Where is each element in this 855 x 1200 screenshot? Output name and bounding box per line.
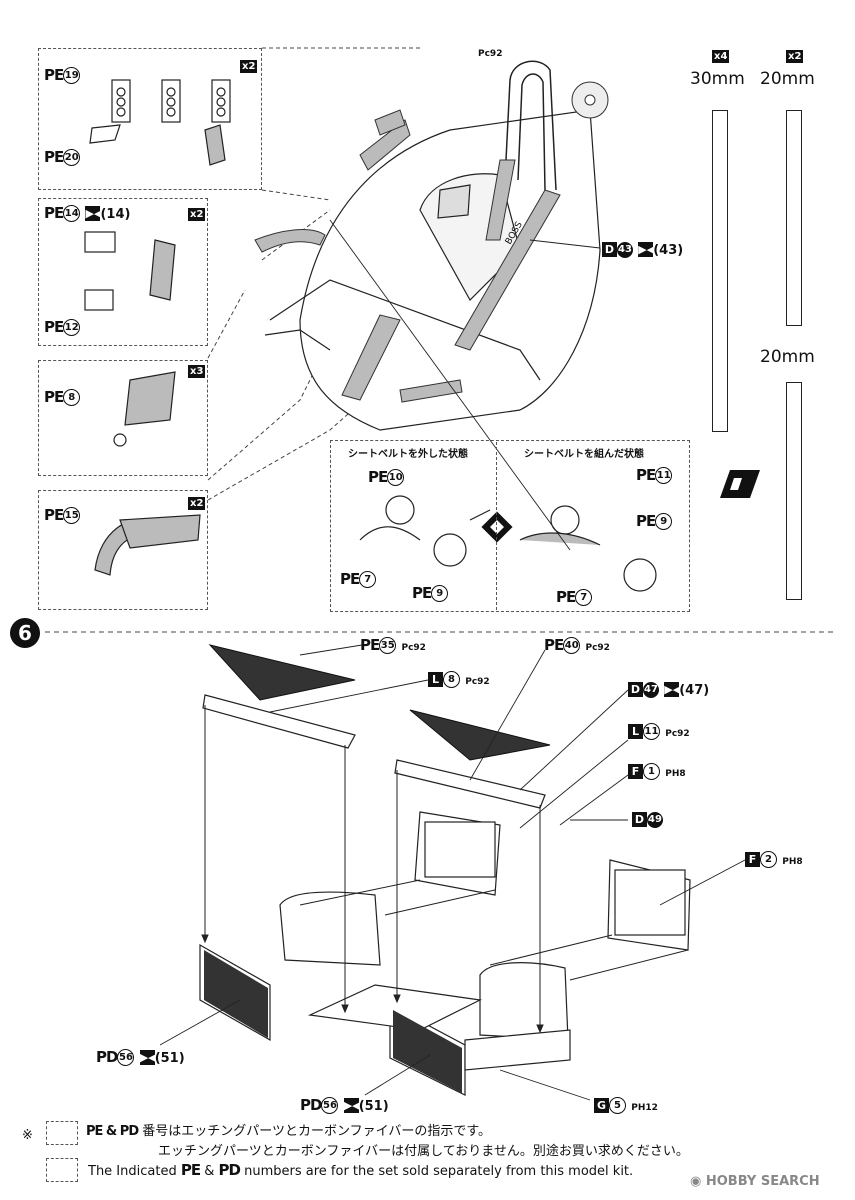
footer-line3: The Indicated PE & PD numbers are for th… <box>88 1161 634 1179</box>
harness-box-1 <box>38 48 262 190</box>
belt-state-divider <box>496 442 497 610</box>
footer-line1: PE & PD 番号はエッチングパーツとカーボンファイバーの指示です。 <box>86 1124 492 1139</box>
multiplier-box1: x2 <box>240 60 258 73</box>
harness-box-3 <box>38 360 208 476</box>
footer-box-2 <box>46 1158 78 1182</box>
label-pc92-top: Pc92 <box>478 49 503 59</box>
belt-state-box <box>330 440 690 612</box>
multiplier-tube20: x2 <box>786 50 804 63</box>
footer-asterisk: ※ <box>22 1128 33 1143</box>
step-number: 6 <box>10 618 40 648</box>
buckled-heading: シートベルトを組んだ状態 <box>524 449 644 460</box>
multiplier-tube30: x4 <box>712 50 730 63</box>
harness-box-4 <box>38 490 208 610</box>
harness-box-2 <box>38 198 208 346</box>
footer-box-1 <box>46 1121 78 1145</box>
watermark: ◉ HOBBY SEARCH <box>690 1174 820 1189</box>
multiplier-box2: x2 <box>188 208 206 221</box>
tube-20a-label: 20mm <box>760 69 815 89</box>
footer-line2: エッチングパーツとカーボンファイバーは付属しておりません。別途お買い求めください… <box>158 1144 689 1159</box>
tube-20b-label: 20mm <box>760 347 815 367</box>
multiplier-box3: x3 <box>188 365 206 378</box>
tube-30-label: 30mm <box>690 69 745 89</box>
tube-30mm <box>712 110 728 432</box>
tube-20mm-b <box>786 382 802 600</box>
tube-20mm-a <box>786 110 802 326</box>
watermark-icon: ◉ <box>690 1174 702 1189</box>
unbuckled-heading: シートベルトを外した状態 <box>348 449 468 460</box>
multiplier-box4: x2 <box>188 497 206 510</box>
